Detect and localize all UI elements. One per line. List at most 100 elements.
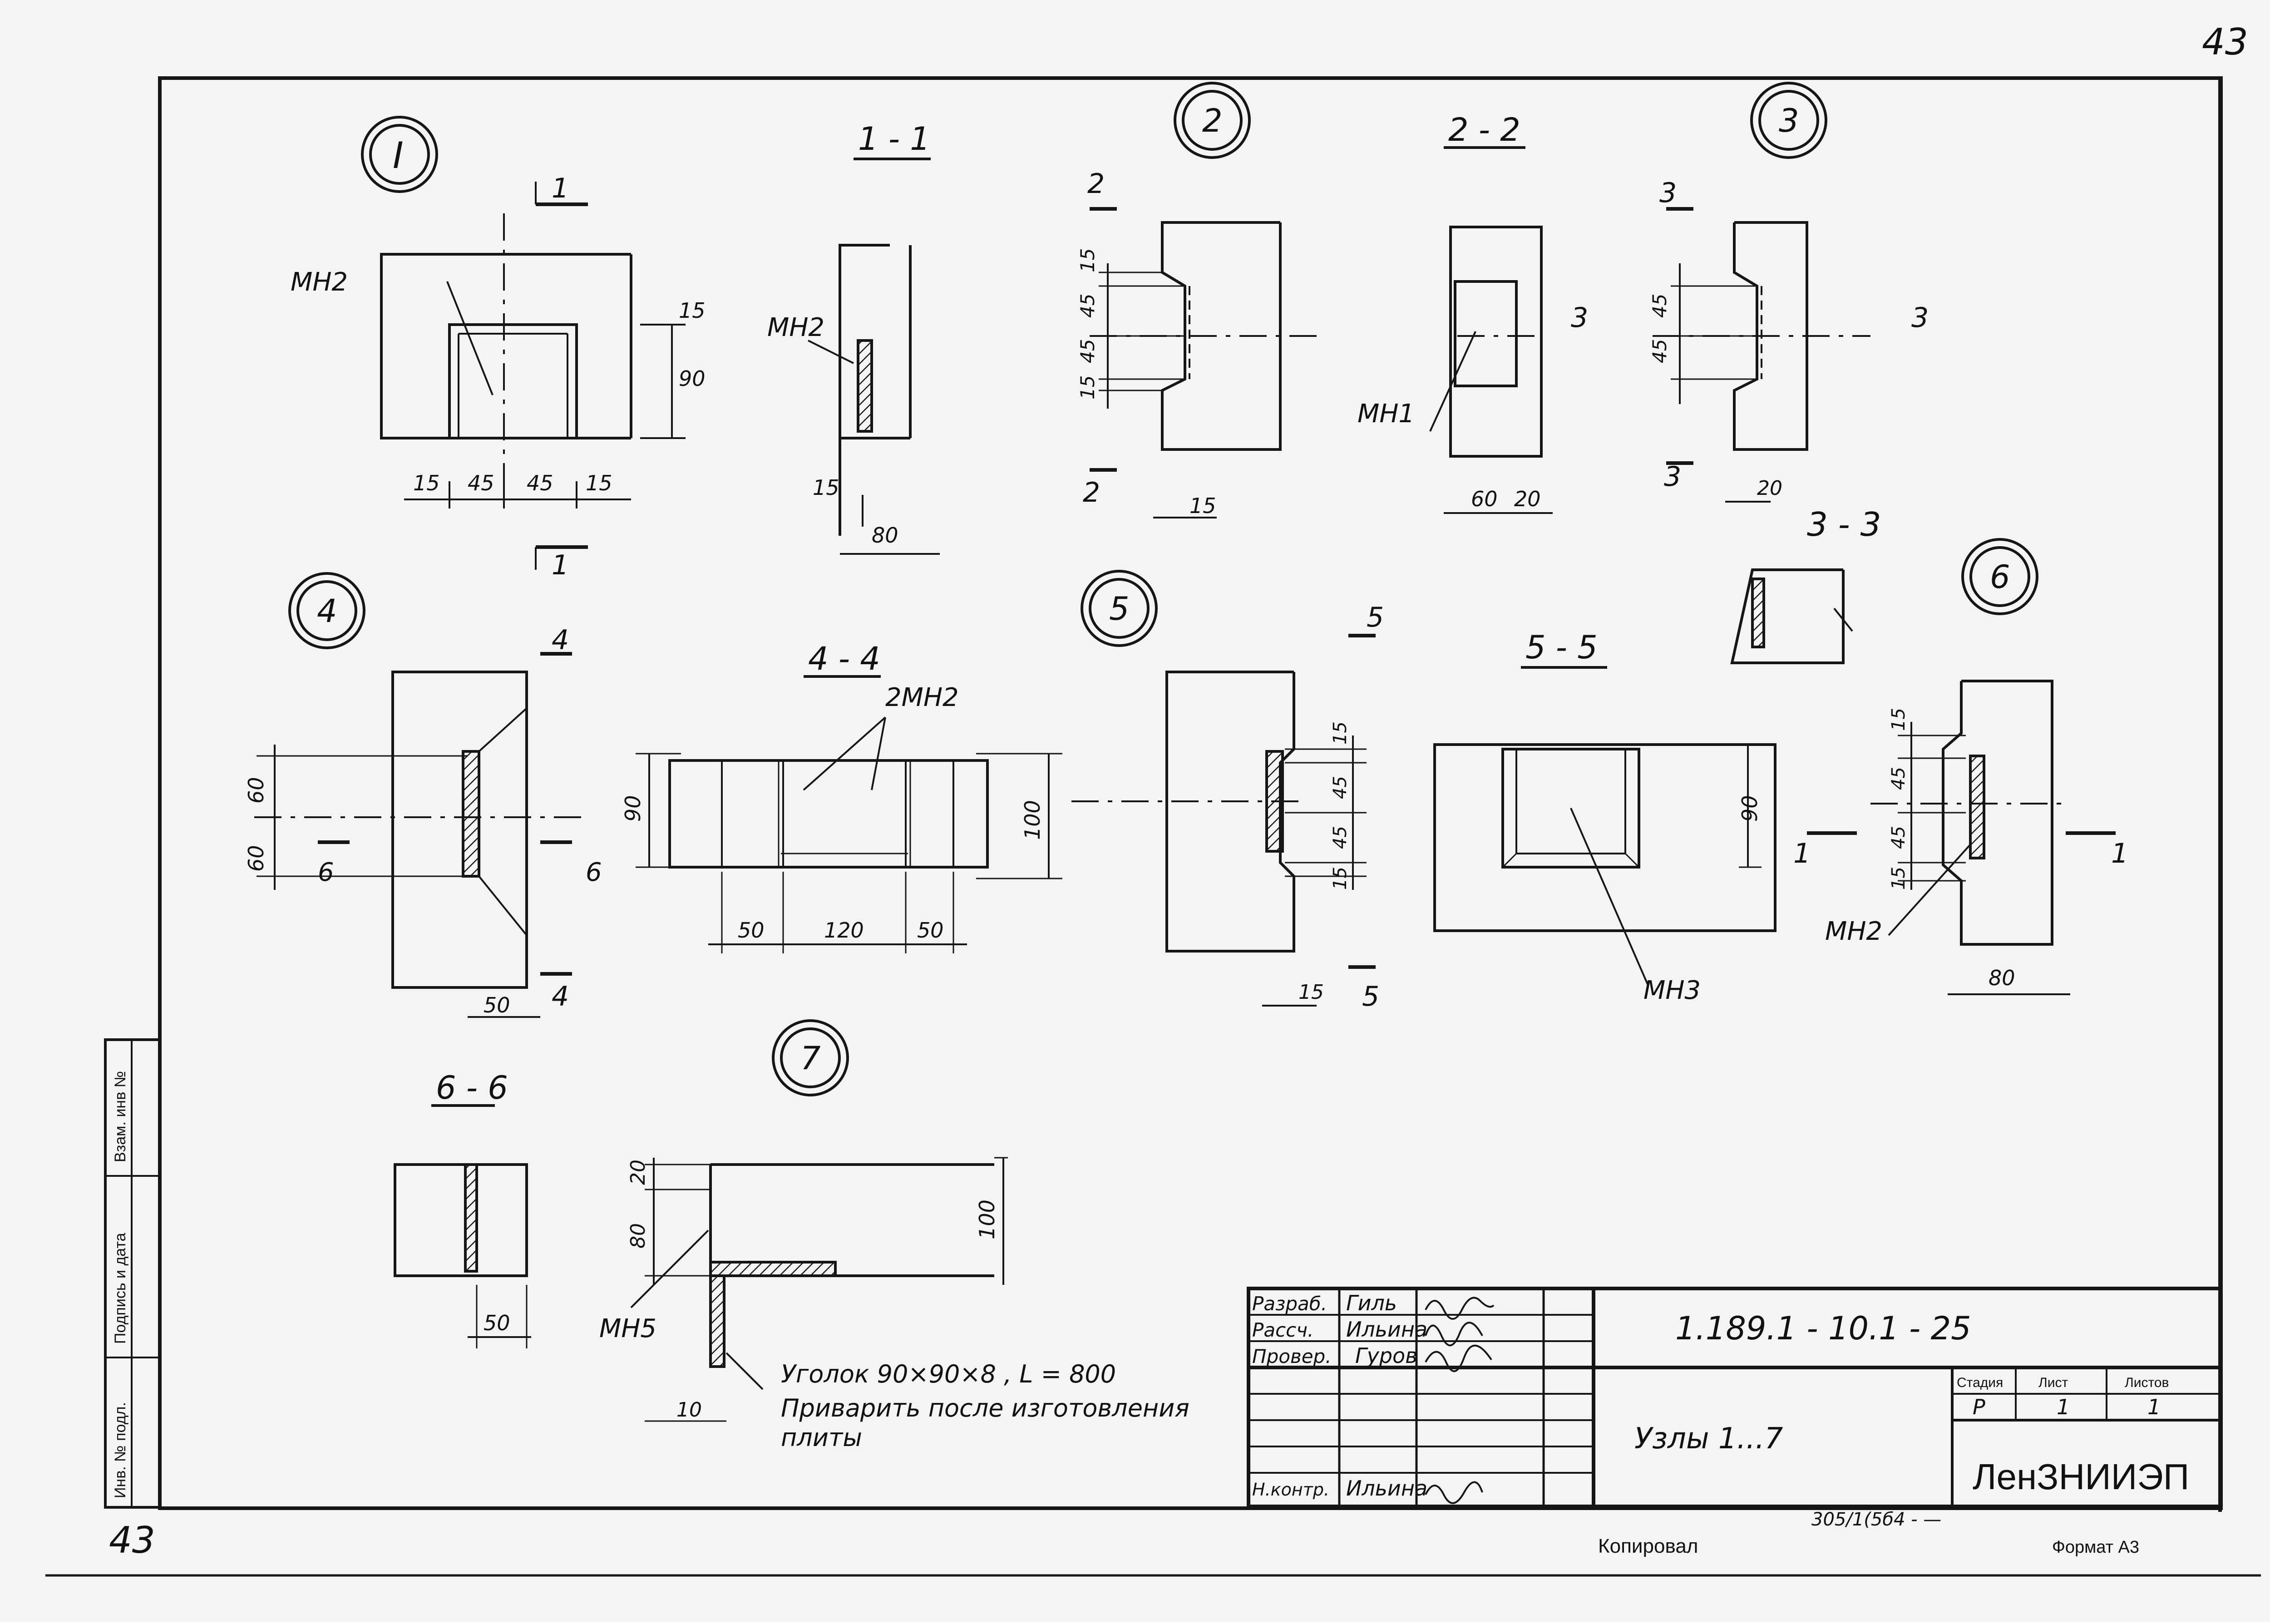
section-1-1-title: 1 - 1 [858, 120, 930, 158]
section-6-6-title: 6 - 6 [436, 1069, 508, 1106]
node-7-mn5-label: МН5 [599, 1314, 656, 1343]
stage-header: Стадия [1957, 1375, 2003, 1390]
node-5-dim-15-bottom: 15 [1298, 981, 1324, 1004]
node-5-dim-15-a: 15 [1330, 721, 1351, 745]
stage-value: Р [1973, 1395, 1985, 1419]
doc-code: 1.189.1 - 10.1 - 25 [1675, 1310, 1971, 1347]
node-1-plan [380, 182, 686, 570]
node-7-dim-10: 10 [676, 1398, 702, 1422]
bottom-left-number: 43 [109, 1519, 155, 1561]
node-4-mark-top: 4 [552, 624, 569, 656]
section-5-5-mark-1-right: 1 [2111, 838, 2128, 869]
section-1-1-mn2-label: МН2 [767, 313, 824, 342]
sheet-frame [45, 76, 2261, 1577]
node-1-dim-15-a: 15 [413, 471, 440, 495]
node-7-drawing [630, 1157, 1008, 1422]
section-3-3-drawing [1730, 568, 1853, 664]
inv-no-label: Взам. инв № [112, 1071, 129, 1162]
node-7-dim-20: 20 [627, 1160, 650, 1185]
node-2-mark-bottom: 2 [1083, 477, 1100, 508]
section-4-4-dim-50-a: 50 [738, 918, 765, 943]
section-5-5-title: 5 - 5 [1525, 629, 1598, 666]
sheets-header: Листов [2125, 1375, 2169, 1390]
node-5-dim-45-a: 45 [1330, 776, 1351, 799]
node-5-dim-45-b: 45 [1330, 826, 1351, 849]
node-1-dim-15-top: 15 [679, 298, 706, 323]
node-1-badge: I [361, 116, 438, 193]
node-1-mn2-label: МН2 [291, 267, 348, 297]
section-5-5-mark-1-left: 1 [1793, 838, 1811, 869]
node-2-dim-15-bottom: 15 [1189, 494, 1216, 518]
section-2-2-dim-20: 20 [1514, 487, 1541, 511]
node-4-mark-bottom: 4 [552, 981, 569, 1012]
title-block [1247, 1287, 2222, 1508]
role-checked: Провер. [1252, 1345, 1332, 1367]
node-3-mark-right: 3 [1911, 302, 1929, 334]
node-1-dim-90: 90 [679, 366, 706, 391]
node-3-plan [1653, 207, 1870, 503]
node-6-dim-45-a: 45 [1888, 767, 1909, 790]
drawing-title: Узлы 1...7 [1634, 1422, 1783, 1456]
node-5-dim-15-b: 15 [1330, 867, 1351, 890]
node-7-dim-100: 100 [975, 1199, 999, 1239]
node-6-dim-80: 80 [1989, 966, 2015, 990]
format-label: Формат А3 [2052, 1538, 2139, 1557]
section-2-2-dim-60: 60 [1471, 487, 1498, 511]
node-2-badge: 2 [1174, 82, 1251, 159]
sheet-value: 1 [2057, 1395, 2070, 1419]
sheet-header: Лист [2038, 1375, 2068, 1390]
node-2-label: 2 [1202, 102, 1223, 139]
node-1-dim-45-b: 45 [527, 471, 553, 495]
section-4-4-drawing [636, 716, 1062, 953]
signatures [1425, 1297, 1495, 1504]
organization: ЛенЗНИИЭП [1973, 1456, 2189, 1497]
node-5-mark-top: 5 [1367, 602, 1384, 633]
node-3-mark-left: 3 [1571, 302, 1588, 334]
name-norm-control: Ильина [1346, 1476, 1427, 1501]
node-7-angle-note: Уголок 90×90×8 , L = 800 [781, 1360, 1116, 1388]
node-1-label: I [393, 134, 404, 177]
node-4-plan [254, 652, 590, 1018]
node-2-plan [1090, 207, 1326, 518]
node-4-dim-50: 50 [484, 993, 510, 1017]
node-7-dim-80: 80 [627, 1223, 650, 1249]
section-4-4-title: 4 - 4 [808, 640, 880, 677]
section-6-6-dim-50: 50 [484, 1311, 510, 1335]
copied-label: Копировал [1598, 1535, 1698, 1557]
node-7-label: 7 [800, 1040, 821, 1077]
node-6-mn2-label: МН2 [1825, 917, 1882, 946]
role-norm-control: Н.контр. [1252, 1480, 1329, 1500]
section-2-2-mn1-label: МН1 [1357, 399, 1415, 429]
section-1-1-drawing [808, 244, 940, 555]
section-5-5-mn3-label: МН3 [1643, 976, 1701, 1005]
node-5-badge: 5 [1081, 570, 1158, 647]
node-6-badge: 6 [1961, 538, 2038, 615]
section-6-6-drawing [394, 1163, 531, 1348]
node-4-badge: 4 [288, 572, 365, 649]
node-1-mark-bottom: 1 [552, 549, 569, 581]
node-2-dim-15-a: 15 [1076, 248, 1099, 272]
node-4-mark-6-left: 6 [318, 858, 334, 887]
section-4-4-dim-90: 90 [621, 795, 645, 822]
node-4-dim-60-a: 60 [244, 777, 268, 804]
node-6-label: 6 [1990, 558, 2010, 596]
role-developer: Разраб. [1252, 1293, 1327, 1315]
role-calculated: Рассч. [1252, 1319, 1313, 1341]
page-number: 43 [2202, 21, 2248, 63]
node-5-mark-bottom: 5 [1362, 981, 1379, 1012]
node-4-dim-60-b: 60 [244, 845, 268, 872]
section-1-1-dim-15: 15 [813, 475, 839, 500]
node-3-label: 3 [1779, 102, 1799, 139]
node-6-dim-15-a: 15 [1888, 708, 1909, 731]
stamp-number: 305/1(5б4 - — [1811, 1509, 1941, 1530]
node-7-weld-note-1: Приварить после изготовления [781, 1394, 1189, 1422]
section-2-2-drawing [1429, 226, 1553, 514]
name-calculated: Ильина [1346, 1317, 1427, 1342]
node-3-mark-bottom: 3 [1664, 461, 1681, 493]
signature-date-label: Подпись и дата [112, 1233, 129, 1344]
node-2-dim-45-a: 45 [1076, 294, 1099, 318]
node-4-label: 4 [317, 592, 337, 630]
inv-no-orig-label: Инв. № подл. [112, 1402, 129, 1498]
node-1-dim-45-a: 45 [468, 471, 494, 495]
